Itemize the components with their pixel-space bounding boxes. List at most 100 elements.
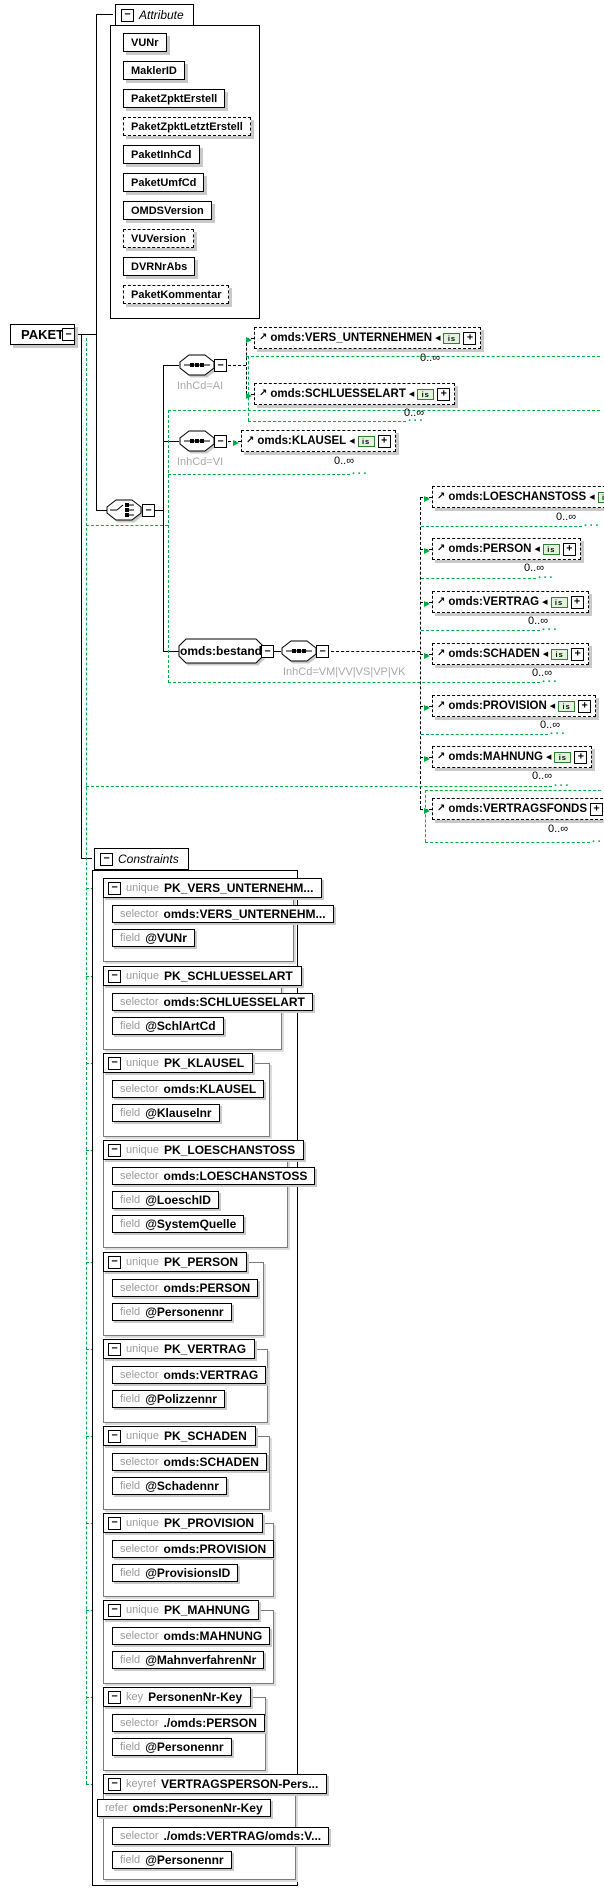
constraint-outline [103, 1697, 266, 1771]
constraint-selector[interactable]: selector./omds:PERSON [112, 1714, 265, 1732]
reference-arrow-icon: ↗ [437, 700, 446, 711]
constraints-section-header[interactable]: − Constraints [94, 848, 189, 870]
attribute-vunr[interactable]: VUNr [123, 33, 167, 52]
constraint-pk-person[interactable]: − unique PK_PERSON [103, 1252, 248, 1272]
collapse-icon[interactable]: − [62, 328, 75, 341]
substitution-arrow-icon: ◀ [349, 437, 355, 445]
sequence-icon [179, 354, 215, 376]
element-omds-vers-unternehmen[interactable]: ↗ omds:VERS_UNTERNEHMEN ◀ is + [254, 327, 482, 349]
element-omds-klausel[interactable]: ↗ omds:KLAUSEL ◀ is + [241, 430, 396, 452]
constraint-field[interactable]: field@VUNr [112, 929, 195, 947]
attribute-dvrnrabs[interactable]: DVRNrAbs [123, 257, 196, 276]
connector [155, 510, 163, 511]
expand-icon[interactable]: + [463, 331, 477, 345]
collapse-icon[interactable]: − [316, 645, 329, 658]
field-label: field [120, 932, 141, 944]
element-omds-provision[interactable]: ↗ omds:PROVISION ◀ is + [432, 695, 597, 717]
attribute-paketzpkterstell[interactable]: PaketZpktErstell [123, 89, 226, 108]
element-omds-person[interactable]: ↗ omds:PERSON ◀ is + [432, 538, 581, 560]
constraint-pk-mahnung[interactable]: − unique PK_MAHNUNG [103, 1600, 260, 1620]
collapse-icon[interactable]: − [142, 504, 155, 517]
collapse-icon[interactable]: − [108, 1255, 121, 1269]
field-label: field [120, 1741, 141, 1753]
constraint-field[interactable]: field@SchlArtCd [112, 1017, 224, 1035]
element-omds-schaden[interactable]: ↗ omds:SCHADEN ◀ is + [432, 643, 590, 665]
collapse-icon[interactable]: − [108, 881, 121, 895]
collapse-icon[interactable]: − [261, 645, 274, 658]
constraint-selector[interactable]: selector./omds:VERTRAG/omds:V... [112, 1827, 330, 1845]
attribute-paketumfcd[interactable]: PaketUmfCd [123, 173, 205, 192]
constraint-pk-schluesselart[interactable]: − unique PK_SCHLUESSELART [103, 966, 302, 986]
expand-icon[interactable]: + [437, 387, 451, 401]
constraint-field[interactable]: field@Personennr [112, 1738, 232, 1756]
collapse-icon[interactable]: − [108, 1777, 121, 1791]
attribute-maklerid[interactable]: MaklerID [123, 61, 185, 80]
attribute-paketzpktletzterstell[interactable]: PaketZpktLetztErstell [123, 117, 251, 136]
constraint-pk-vertrag[interactable]: − unique PK_VERTRAG [103, 1339, 256, 1359]
expand-icon[interactable]: + [571, 647, 585, 661]
attribute-paketinhcd[interactable]: PaketInhCd [123, 145, 200, 164]
collapse-icon[interactable]: − [108, 1690, 121, 1704]
constraint-pk-schaden[interactable]: − unique PK_SCHADEN [103, 1426, 256, 1446]
constraint-personennr-key[interactable]: − key PersonenNr-Key [103, 1687, 252, 1707]
occurrence-label: 0..∞ [404, 407, 425, 419]
collapse-icon[interactable]: − [108, 1516, 121, 1530]
collapse-icon[interactable]: − [108, 1056, 121, 1070]
collapse-icon[interactable]: − [108, 1429, 121, 1443]
constraint-pk-loeschanstoss[interactable]: − unique PK_LOESCHANSTOSS [103, 1140, 305, 1160]
constraint-field[interactable]: field@Klauselnr [112, 1104, 220, 1122]
collapse-icon[interactable]: − [108, 1603, 121, 1617]
collapse-icon[interactable]: − [214, 435, 227, 448]
expand-icon[interactable]: + [377, 434, 391, 448]
element-omds-loeschanstoss[interactable]: ↗ omds:LOESCHANSTOSS ◀ is + [432, 486, 604, 508]
constraint-field[interactable]: field@ProvisionsID [112, 1564, 239, 1582]
expand-icon[interactable]: + [578, 699, 592, 713]
element-omds-schluesselart[interactable]: ↗ omds:SCHLUESSELART ◀ is + [254, 383, 456, 405]
connector [163, 365, 164, 651]
attributes-section-header[interactable]: − Attribute [115, 4, 194, 26]
constraint-pk-vers-unternehmen[interactable]: − unique PK_VERS_UNTERNEHM... [103, 878, 323, 898]
collapse-icon[interactable]: − [214, 359, 227, 372]
constraint-field[interactable]: field@LoeschID [112, 1191, 219, 1209]
connector [96, 14, 97, 510]
constraint-field[interactable]: field@SystemQuelle [112, 1215, 245, 1233]
expand-icon[interactable]: + [562, 542, 576, 556]
constraint-kind: unique [126, 882, 160, 894]
collapse-icon[interactable]: − [108, 1342, 121, 1356]
element-paket[interactable]: PAKET [10, 324, 76, 345]
constraint-pk-klausel[interactable]: − unique PK_KLAUSEL [103, 1053, 254, 1073]
constraint-field[interactable]: field@Schadennr [112, 1477, 227, 1495]
attribute-vuversion[interactable]: VUVersion [123, 229, 195, 248]
expand-icon[interactable]: + [590, 802, 604, 816]
element-omds-mahnung[interactable]: ↗ omds:MAHNUNG ◀ is + [432, 746, 593, 768]
more-dots: ··· [408, 415, 425, 427]
constraint-field[interactable]: field@Personennr [112, 1851, 232, 1869]
collapse-icon[interactable]: − [100, 852, 113, 866]
constraint-field[interactable]: field@Polizzennr [112, 1390, 225, 1408]
expand-icon[interactable]: + [570, 595, 584, 609]
element-omds-vertragsfonds[interactable]: ↗ omds:VERTRAGSFONDS + [432, 798, 604, 820]
attribute-omdsversion[interactable]: OMDSVersion [123, 201, 212, 220]
constraint-field[interactable]: field@MahnverfahrenNr [112, 1651, 265, 1669]
constraint-pk-provision[interactable]: − unique PK_PROVISION [103, 1513, 264, 1533]
attribute-label: PaketZpktErstell [131, 92, 218, 105]
element-bestand-shape[interactable]: omds:bestand [178, 638, 264, 664]
collapse-icon[interactable]: − [108, 969, 121, 983]
constraint-vertragsperson-keyref[interactable]: − keyref VERTRAGSPERSON-Pers... [103, 1774, 328, 1794]
collapse-icon[interactable]: − [121, 8, 134, 22]
element-omds-vertrag[interactable]: ↗ omds:VERTRAG ◀ is + [432, 591, 589, 613]
attribute-paketkommentar[interactable]: PaketKommentar [123, 285, 230, 304]
collapse-icon[interactable]: − [108, 1143, 121, 1157]
constraint-field[interactable]: field@Personennr [112, 1303, 232, 1321]
expand-icon[interactable]: + [574, 750, 588, 764]
